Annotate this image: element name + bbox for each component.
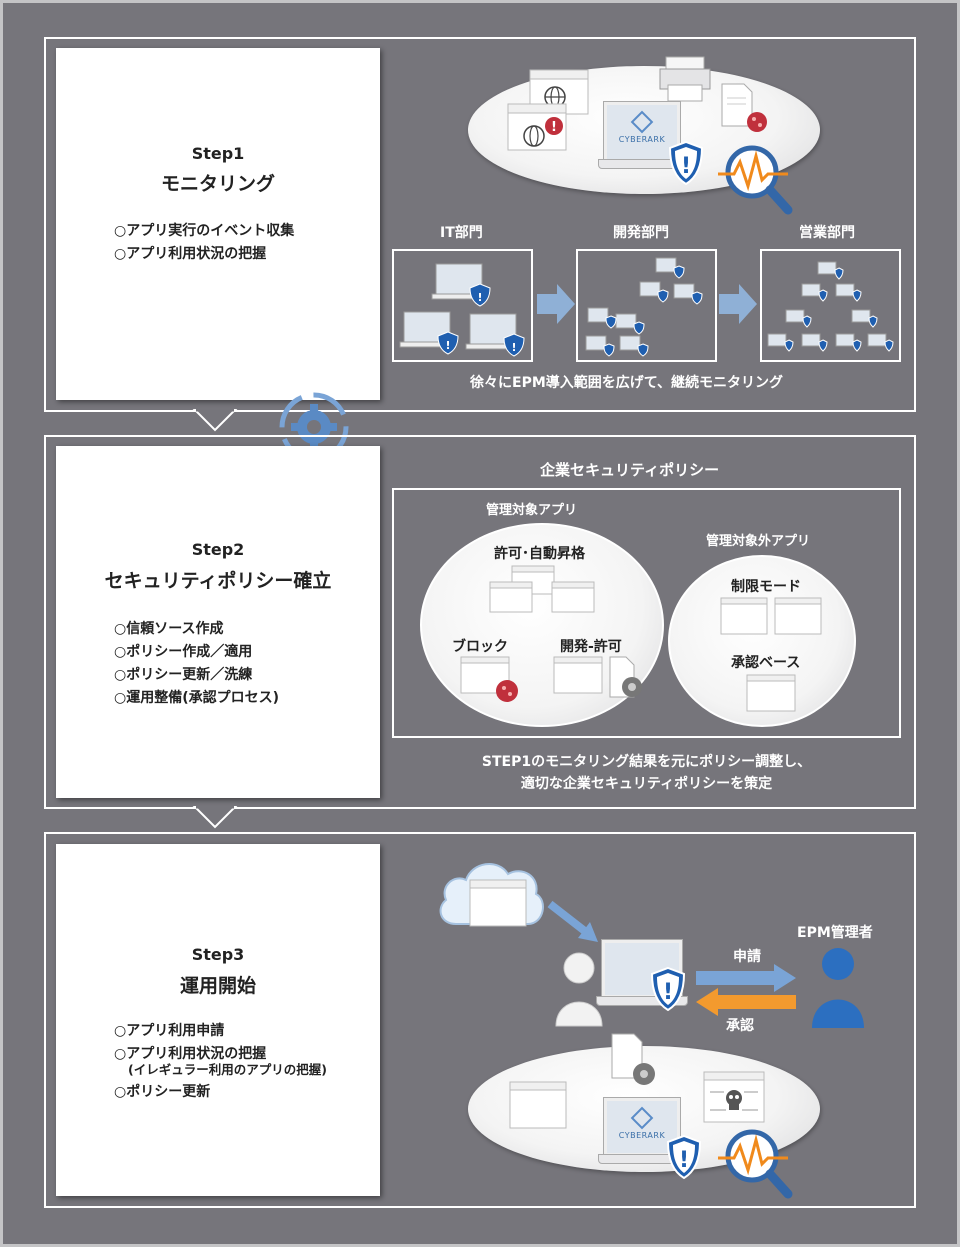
gear-document-icon: [611, 1033, 655, 1085]
cyberark-brand-bottom: CYBERARK: [618, 1131, 666, 1140]
svg-text:!: !: [551, 120, 557, 135]
restricted-mode-windows-icon: [720, 597, 822, 635]
restricted-mode-label: 制限モード: [731, 579, 801, 595]
step3-panel: [44, 832, 916, 1208]
app-window-icon: [509, 1081, 567, 1129]
expand-arrow-1: [537, 284, 575, 324]
step3-bullet-2-sub: (イレギュラー利用のアプリの把握): [128, 1062, 327, 1077]
unmanaged-apps-label: 管理対象外アプリ: [706, 534, 811, 549]
skull-circuit-window-icon: [703, 1071, 765, 1123]
step1-bullet-1: アプリ実行のイベント収集: [114, 220, 294, 243]
policy-title: 企業セキュリティポリシー: [540, 461, 720, 479]
step1-bullet-2: アプリ利用状況の把握: [114, 243, 294, 266]
step3-bullet-1: アプリ利用申請: [114, 1020, 327, 1043]
step2-bullet-2: ポリシー作成／適用: [114, 641, 279, 664]
allow-elevate-windows-icon: [489, 565, 595, 613]
user-icon: [555, 952, 603, 1027]
svg-text:!: !: [679, 1148, 689, 1173]
browser-alert-icon: !: [507, 103, 567, 151]
magnifier-monitor-icon: [718, 145, 793, 215]
dev-laptops-icon: [585, 257, 703, 357]
it-laptops-icon: ! ! !: [399, 263, 525, 357]
step1-notch: [192, 408, 238, 432]
dept-box-it: [392, 249, 533, 362]
step3-title: 運用開始: [179, 975, 256, 997]
step3-bullet-2: アプリ利用状況の把握: [114, 1043, 327, 1066]
step2-panel: [44, 435, 916, 809]
step2-caption-line1: STEP1のモニタリング結果を元にポリシー調整し、: [481, 754, 812, 770]
step1-label: Step1: [191, 144, 245, 163]
step3-bullets: アプリ利用申請 アプリ利用状況の把握 (イレギュラー利用のアプリの把握) ポリシ…: [114, 1020, 327, 1104]
step2-bullet-3: ポリシー更新／洗練: [114, 664, 279, 687]
cyberark-laptop: CYBERARK: [598, 102, 684, 172]
user-shield-icon: !: [650, 966, 686, 1012]
cyberark-brand: CYBERARK: [618, 135, 666, 144]
step2-bullet-4: 運用整備(承認プロセス): [114, 687, 279, 710]
dept-label-it: IT部門: [440, 225, 483, 241]
step2-card: Step2 セキュリティポリシー確立 信頼ソース作成 ポリシー作成／適用 ポリシ…: [56, 446, 380, 798]
approve-arrow-icon: [696, 988, 796, 1016]
step2-notch: [192, 805, 238, 829]
svg-text:!: !: [511, 341, 516, 354]
sales-laptops-icon: [767, 261, 894, 352]
dept-label-sales: 営業部門: [799, 225, 855, 241]
policy-box: [392, 488, 901, 738]
allow-elevate-label: 許可･自動昇格: [494, 546, 585, 562]
request-label: 申請: [733, 949, 761, 965]
approval-base-window-icon: [746, 674, 796, 712]
dept-box-dev: [576, 249, 717, 362]
dept-label-dev: 開発部門: [613, 225, 669, 241]
step1-caption: 徐々にEPM導入範囲を広げて、継続モニタリング: [470, 375, 784, 391]
request-arrow-icon: [696, 964, 796, 992]
svg-text:!: !: [477, 291, 482, 304]
step2-caption-line2: 適切な企業セキュリティポリシーを策定: [520, 776, 773, 792]
block-window-virus-icon: [460, 656, 518, 702]
step3-label: Step3: [191, 945, 245, 964]
step1-title: モニタリング: [160, 173, 275, 195]
printer-icon: [659, 56, 711, 102]
cloud-app-icon: [439, 862, 544, 927]
shield-icon: !: [668, 140, 704, 186]
expand-arrow-2: [719, 284, 757, 324]
managed-apps-label: 管理対象アプリ: [486, 503, 578, 518]
step2-label: Step2: [191, 540, 245, 559]
magnifier-monitor-icon: [718, 1129, 793, 1199]
step2-bullets: 信頼ソース作成 ポリシー作成／適用 ポリシー更新／洗練 運用整備(承認プロセス): [114, 618, 279, 710]
shield-icon: !: [666, 1134, 702, 1180]
dev-allow-icon: [553, 656, 642, 698]
approval-base-label: 承認ベース: [731, 655, 801, 671]
step2-bullet-1: 信頼ソース作成: [114, 618, 279, 641]
step1-bullets: アプリ実行のイベント収集 アプリ利用状況の把握: [114, 220, 294, 266]
epm-admin-label: EPM管理者: [797, 925, 873, 941]
step1-card: Step1 モニタリング アプリ実行のイベント収集 アプリ利用状況の把握: [56, 48, 380, 400]
download-arrow-icon: [547, 900, 598, 942]
svg-text:!: !: [663, 980, 673, 1005]
infected-document-icon: [721, 83, 767, 132]
step3-card: Step3 運用開始 アプリ利用申請 アプリ利用状況の把握 (イレギュラー利用の…: [56, 844, 380, 1196]
admin-user-icon: [812, 948, 864, 1028]
block-label: ブロック: [452, 639, 508, 655]
approve-label: 承認: [726, 1018, 754, 1034]
svg-text:!: !: [681, 154, 691, 179]
dev-allow-label: 開発-許可: [560, 639, 622, 655]
dept-box-sales: [760, 249, 901, 362]
step2-title: セキュリティポリシー確立: [104, 570, 332, 592]
step3-bullet-3: ポリシー更新: [114, 1081, 327, 1104]
svg-text:!: !: [445, 339, 450, 352]
step1-panel: [44, 37, 916, 412]
